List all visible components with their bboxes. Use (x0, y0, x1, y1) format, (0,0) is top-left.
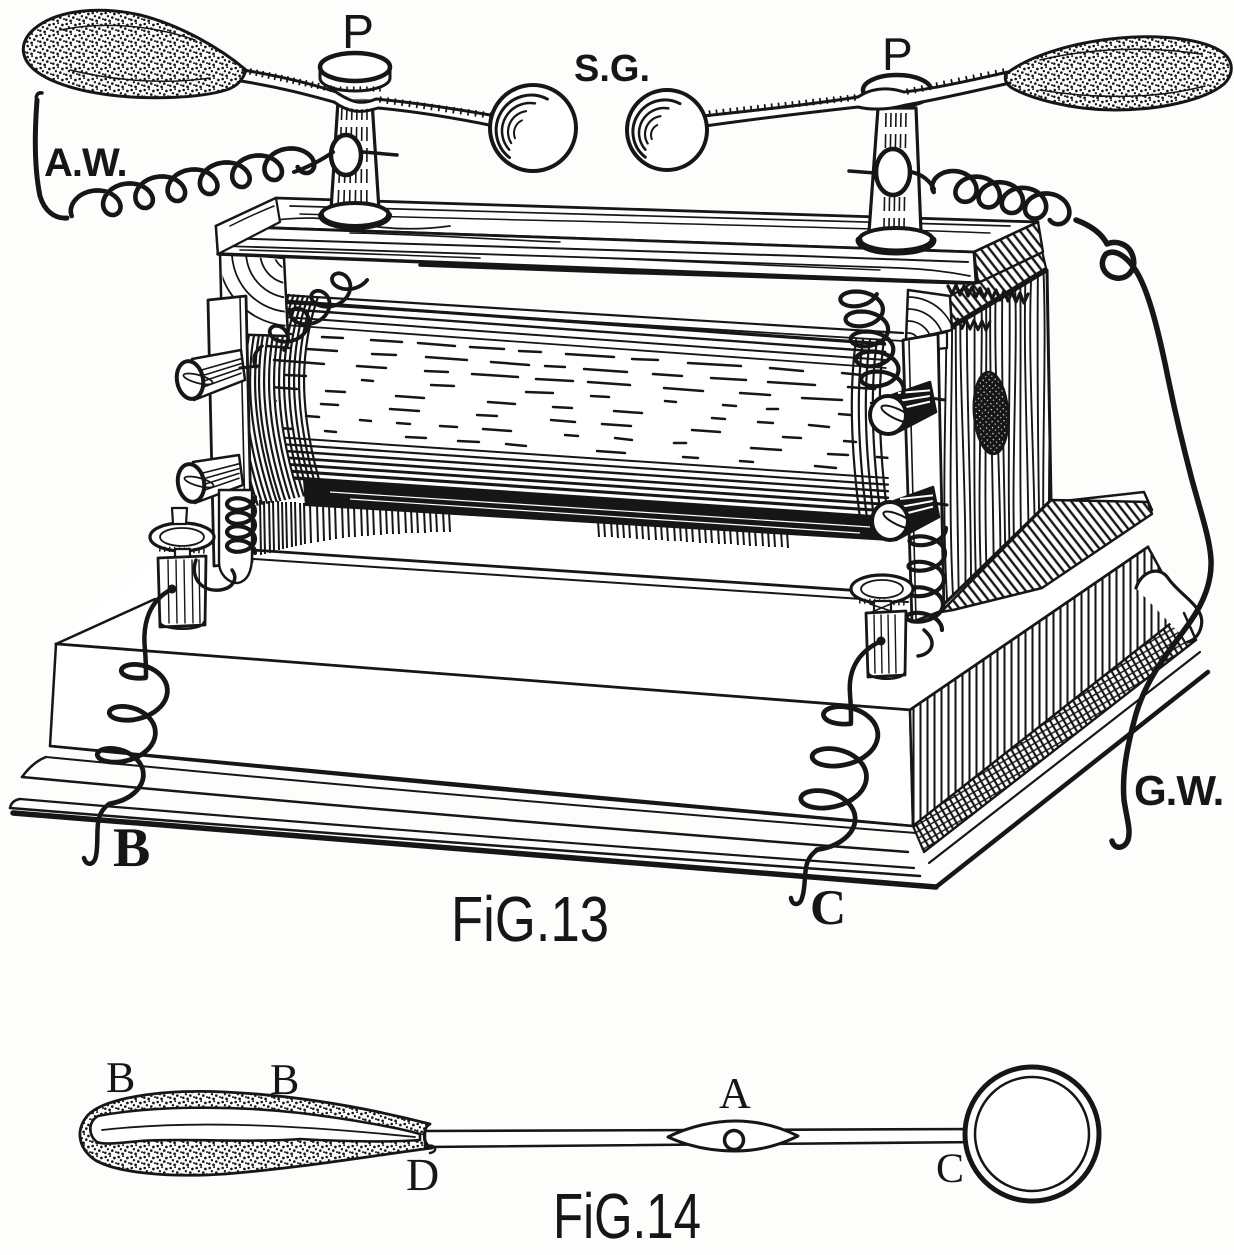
svg-text:C: C (810, 879, 846, 935)
svg-text:B: B (270, 1055, 299, 1104)
svg-text:A.W.: A.W. (44, 141, 127, 185)
svg-text:G.W.: G.W. (1134, 767, 1223, 814)
svg-text:A: A (719, 1069, 751, 1118)
svg-text:B: B (106, 1053, 135, 1102)
svg-text:C: C (936, 1146, 964, 1192)
svg-text:D: D (406, 1149, 439, 1200)
svg-text:P: P (882, 28, 913, 80)
svg-text:B: B (113, 817, 150, 879)
svg-text:P: P (342, 6, 374, 59)
svg-text:S.G.: S.G. (574, 48, 650, 90)
svg-text:FiG.13: FiG.13 (451, 883, 609, 955)
svg-text:FiG.14: FiG.14 (553, 1180, 701, 1250)
